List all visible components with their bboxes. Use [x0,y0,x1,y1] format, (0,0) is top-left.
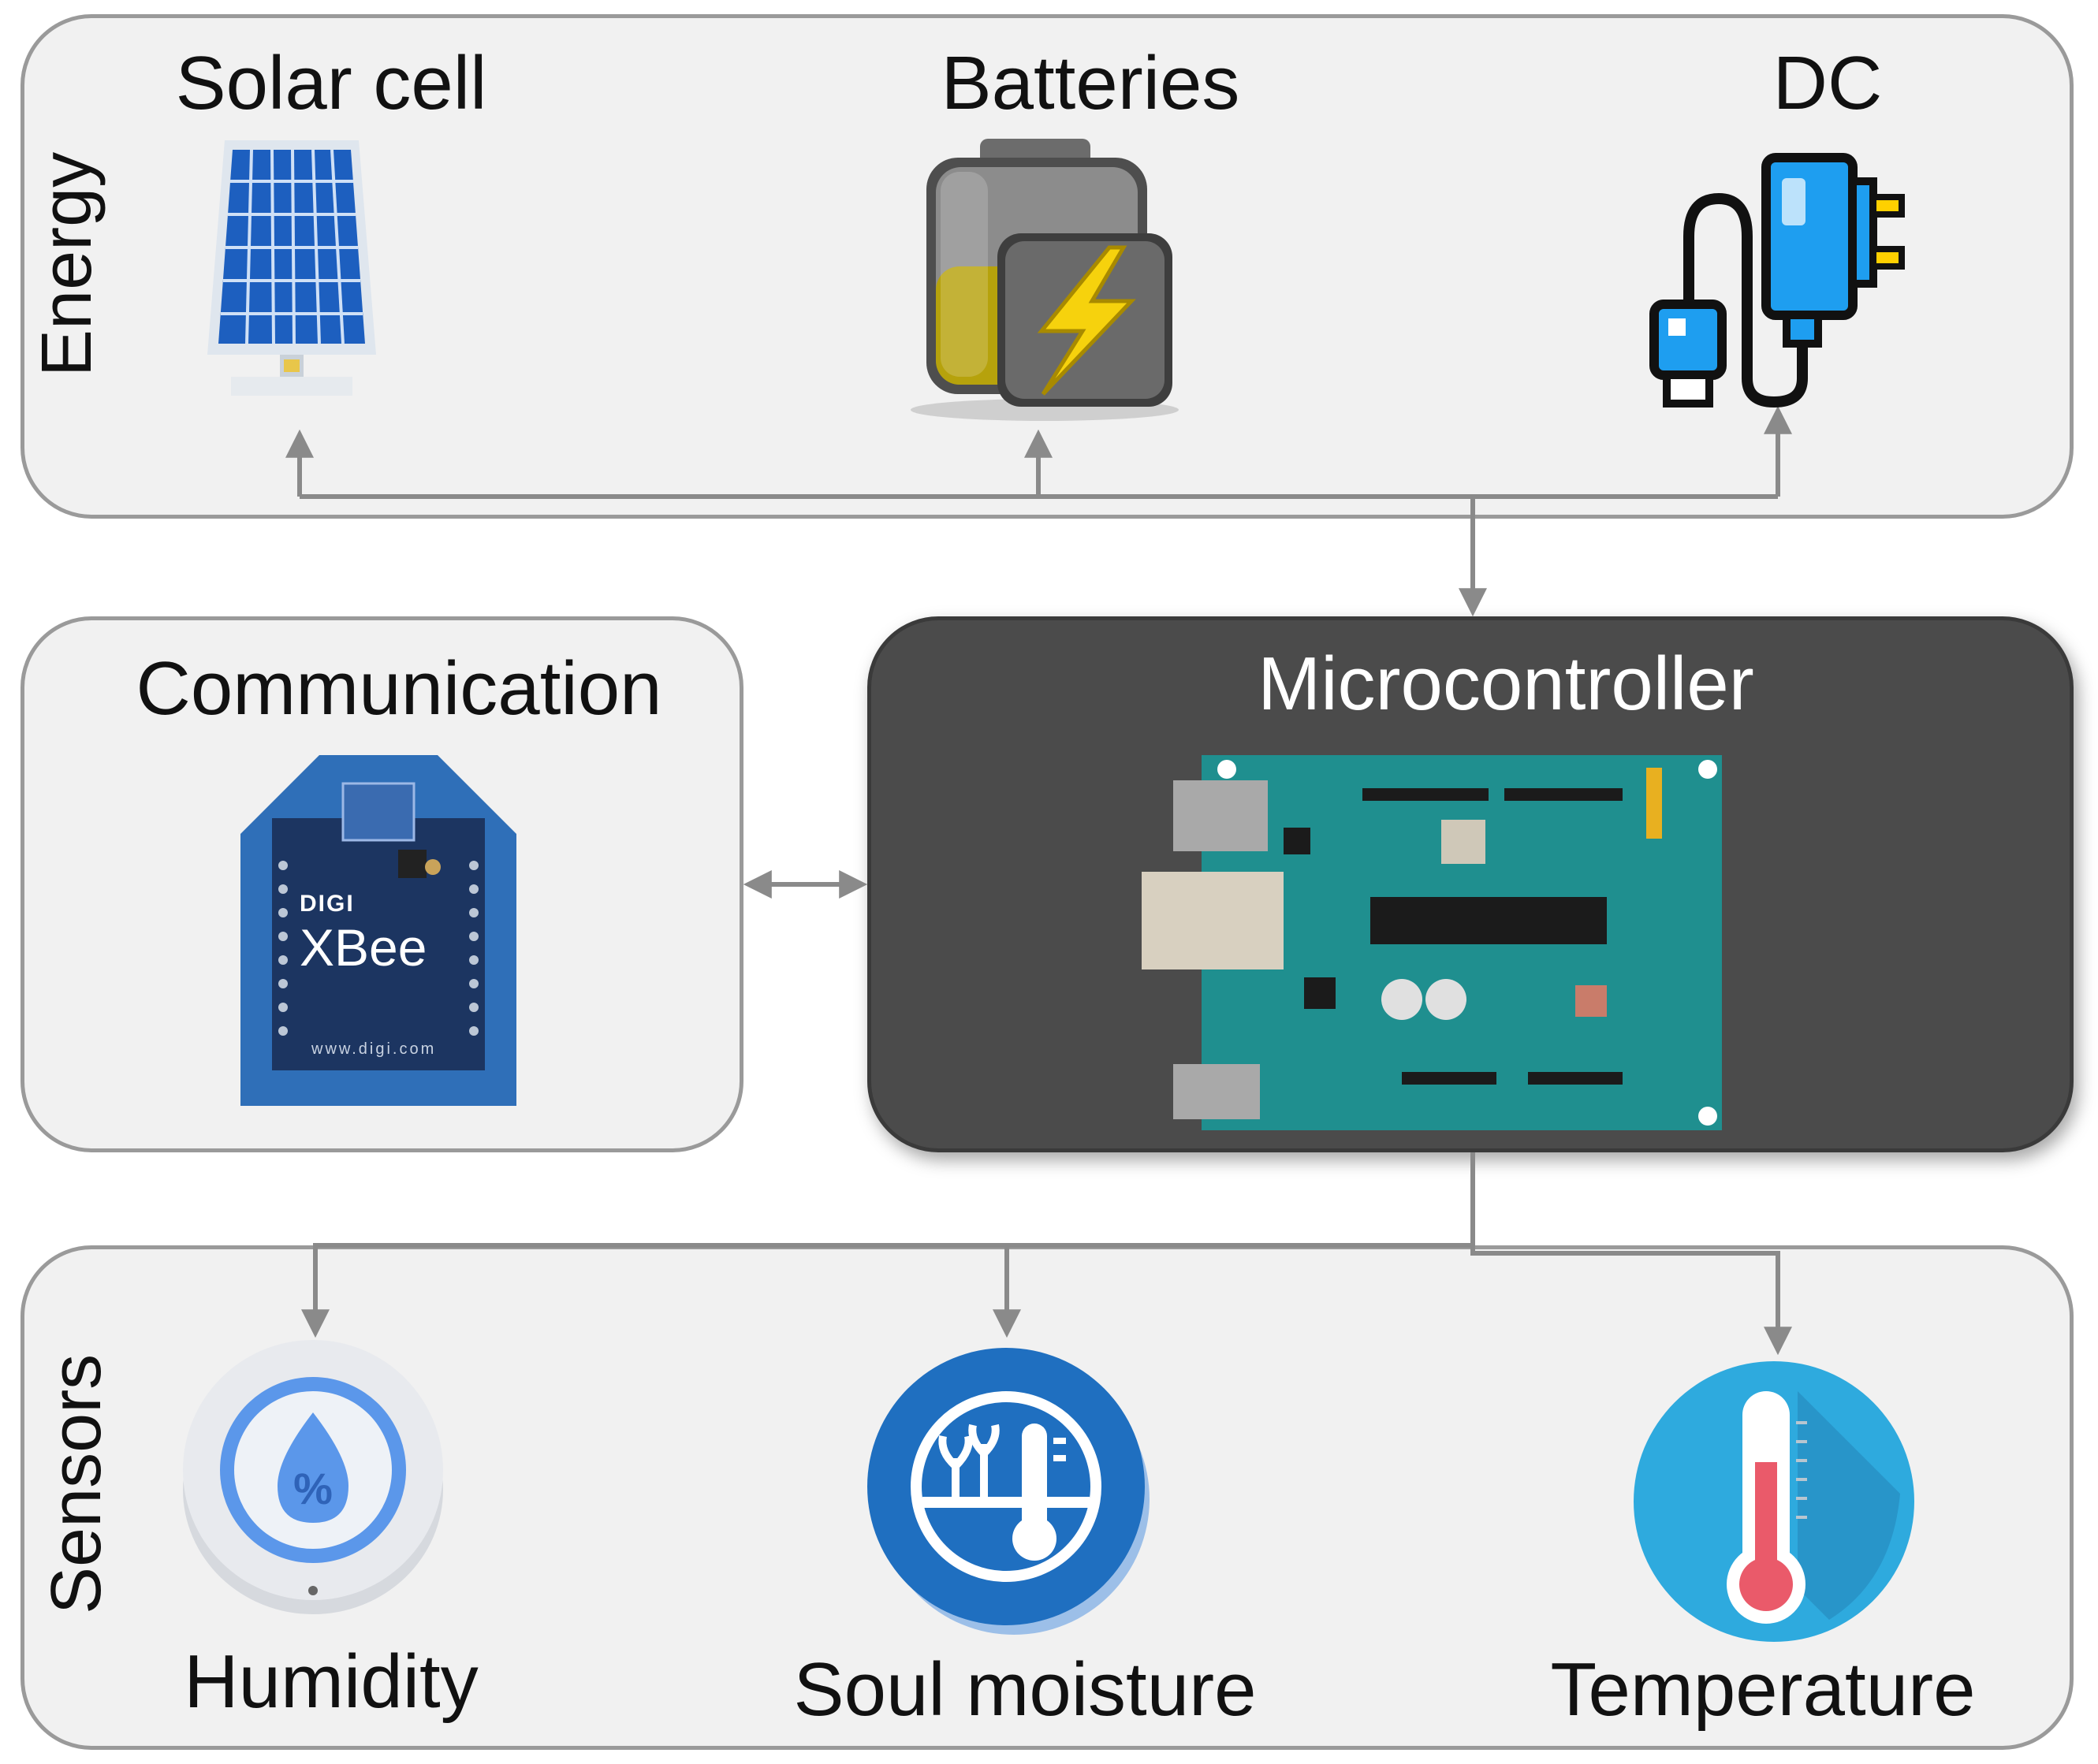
solar-cell-label: Solar cell [175,41,487,125]
energy-section-label: Energy [28,151,106,377]
microcontroller-title: Microcontroller [1258,642,1754,726]
batteries-label: Batteries [941,41,1240,125]
temperature-label: Temperature [1550,1647,1976,1732]
xbee-module-icon: DIGI XBee www.digi.com [240,755,516,1106]
xbee-url-text: www.digi.com [311,1040,437,1058]
soil-moisture-label: Soul moisture [793,1647,1257,1732]
sensors-section-label: Sensors [37,1353,116,1614]
battery-charging-icon [911,139,1179,421]
xbee-brand-text: DIGI [300,891,355,917]
dc-label: DC [1772,41,1883,125]
svg-text:%: % [293,1464,333,1513]
communication-title: Communication [136,646,662,731]
soil-moisture-sensor-icon [867,1348,1150,1635]
xbee-name-text: XBee [300,918,427,977]
dc-power-adapter-icon [1649,153,1905,408]
humidity-label: Humidity [184,1639,479,1724]
arduino-board-icon [1142,755,1722,1130]
thermometer-icon [1634,1361,1914,1642]
solar-panel-icon [207,140,376,396]
humidity-sensor-icon: % [183,1340,443,1614]
